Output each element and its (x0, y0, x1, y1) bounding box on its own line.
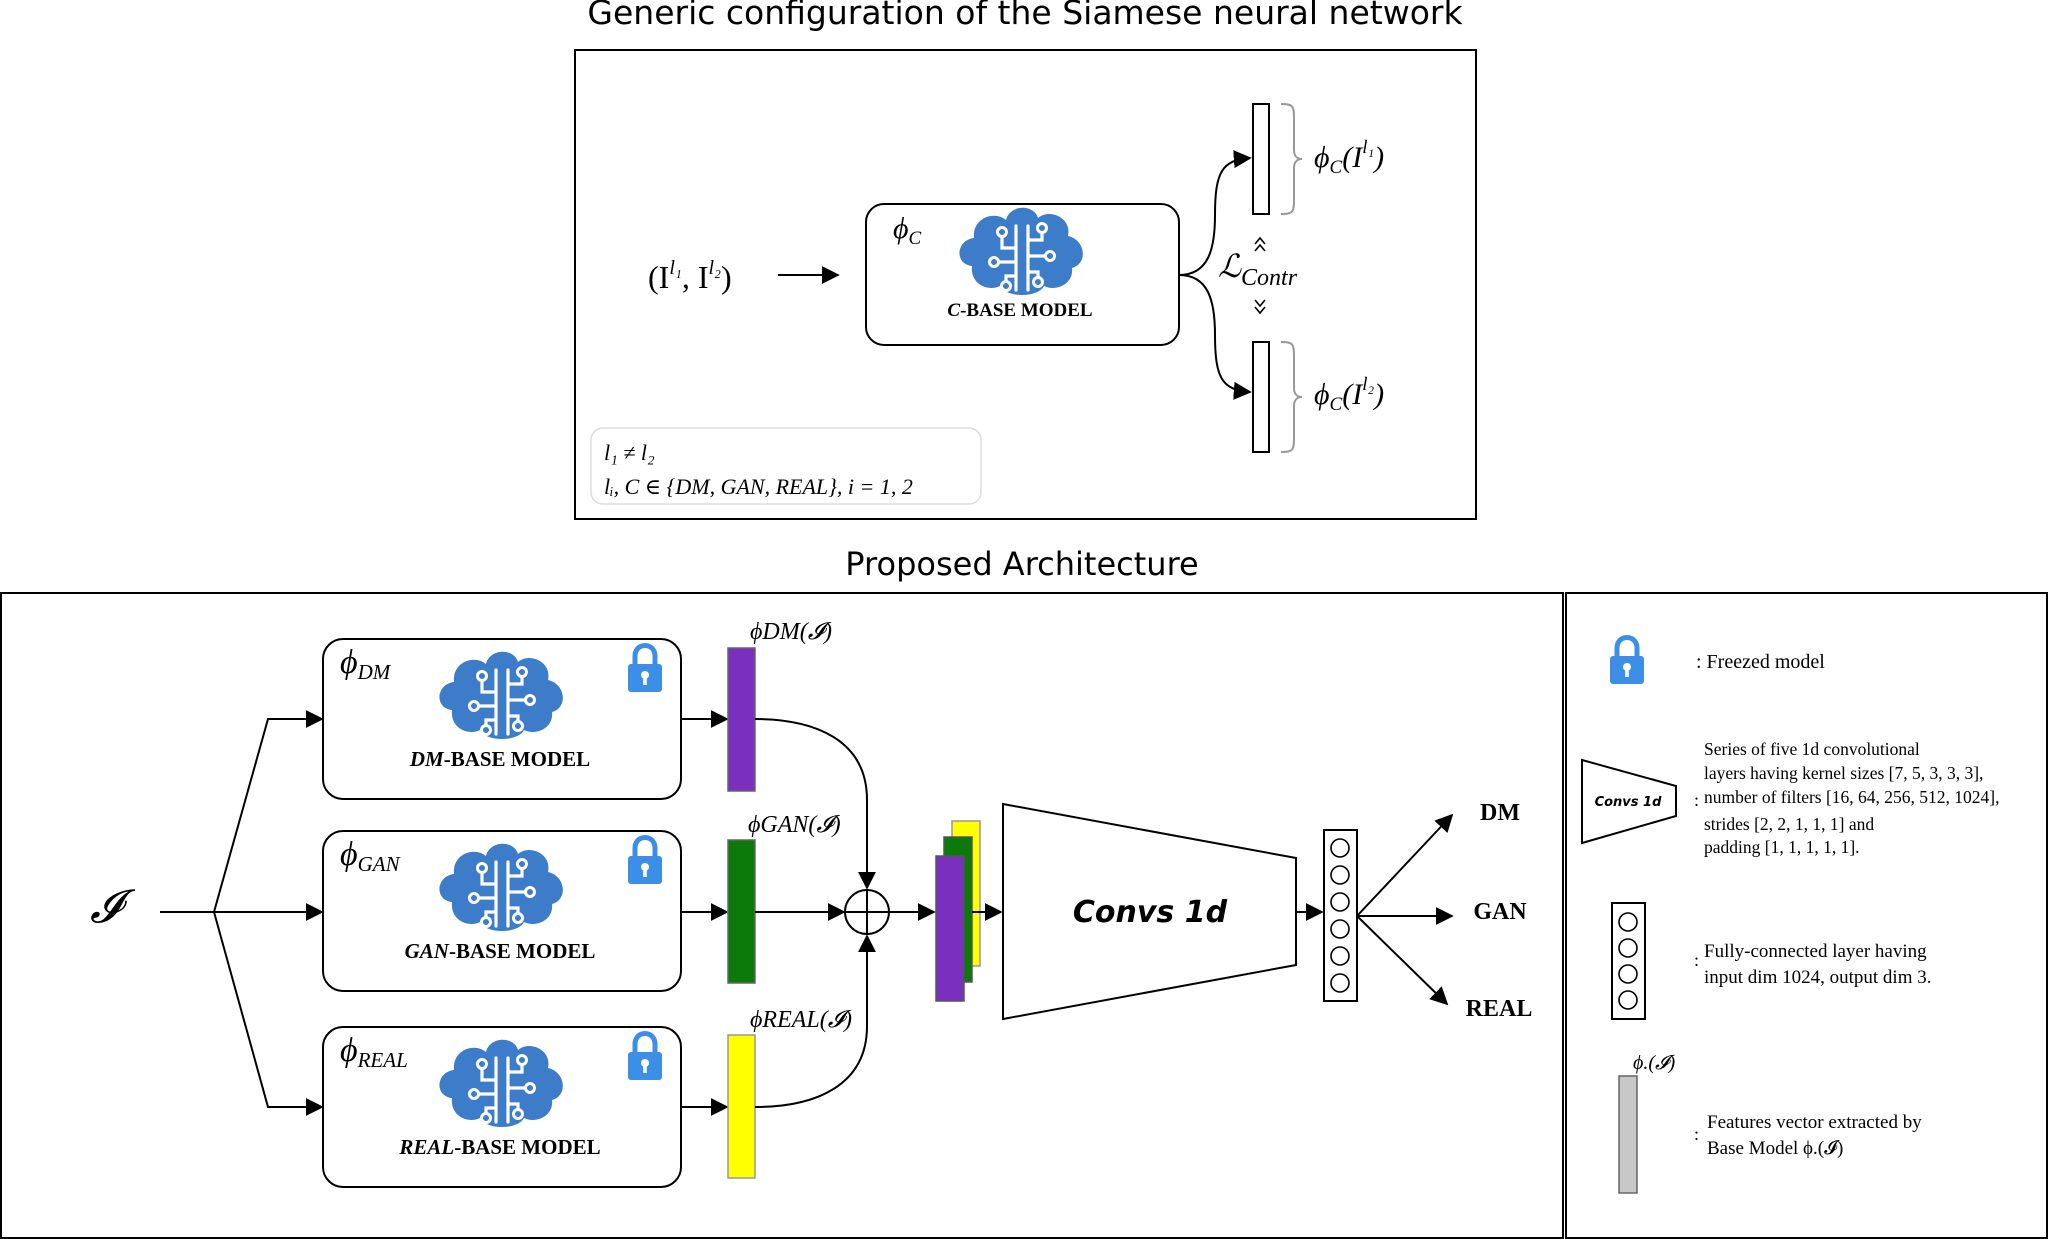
conv1d-block (1002, 802, 1297, 1021)
dm-base-model: ϕDM DM-BASE MODEL (322, 638, 682, 800)
c-base-model-label: C-BASE MODEL (947, 300, 1092, 321)
real-base-model-phi: ϕREAL (340, 1032, 408, 1072)
legend-feature-colon: : (1694, 1124, 1699, 1144)
legend-conv-icon (1581, 758, 1677, 845)
condition-1: l₁ ≠ l₂ (604, 440, 655, 465)
legend-conv-line-4: strides [2, 2, 1, 1, 1] and (1704, 814, 1874, 834)
conditions-box (590, 427, 982, 505)
dm-feature-vector (727, 647, 756, 792)
input-branch-dm (213, 710, 324, 913)
legend-conv-line-3: number of filters [16, 64, 256, 512, 102… (1704, 787, 2000, 807)
condition-2: lᵢ, C ∈ {DM, GAN, REAL}, i = 1, 2 (604, 474, 913, 499)
output-gan: GAN (1473, 899, 1527, 925)
dm-to-sum-arrow (754, 718, 876, 890)
top-output-label-2: ϕC(Il₂) (1314, 374, 1384, 415)
concat-sum-node (844, 889, 890, 935)
conv1d-label: Convs 1d (1073, 895, 1228, 930)
legend-feature-label: ϕ.(𝓘) (1633, 1052, 1676, 1074)
top-branch-down (1178, 274, 1252, 400)
real-base-model: ϕREAL REAL-BASE MODEL (322, 1026, 682, 1188)
legend-fc-colon: : (1694, 950, 1699, 970)
c-base-model-phi: ϕC (893, 212, 922, 249)
gan-feature-label: ϕGAN(𝓘) (748, 812, 841, 838)
legend-fc-icon (1611, 902, 1646, 1020)
dm-base-model-label: DM-BASE MODEL (409, 747, 590, 771)
real-feature-label: ϕREAL(𝓘) (750, 1007, 852, 1033)
real-base-model-label: REAL-BASE MODEL (398, 1135, 600, 1159)
legend-feature-line-2: Base Model ϕ.(𝓘) (1707, 1138, 1843, 1159)
real-feature-vector (727, 1034, 756, 1179)
top-output-vector-1 (1252, 103, 1270, 215)
gan-base-model: ϕGAN GAN-BASE MODEL (322, 830, 682, 992)
fc-to-dm-arrow (1356, 813, 1454, 917)
fully-connected-layer (1323, 829, 1358, 1002)
top-output-label-1: ϕC(Il₁) (1314, 137, 1384, 178)
top-brace-2 (1280, 341, 1303, 453)
gan-feature-vector (727, 839, 756, 984)
loss-push-up-icon (1254, 236, 1266, 252)
legend-freeze-text: : Freezed model (1696, 651, 1825, 673)
legend-conv-line-2: layers having kernel sizes [7, 5, 3, 3, … (1704, 763, 1983, 783)
output-dm: DM (1480, 800, 1520, 826)
legend-conv-line-1: Series of five 1d convolutional (1704, 739, 1920, 759)
legend-conv-line-5: padding [1, 1, 1, 1, 1]. (1704, 837, 1860, 857)
top-brace-1 (1280, 103, 1303, 215)
loss-push-down-icon (1254, 299, 1266, 315)
legend-conv-colon: : (1694, 790, 1699, 810)
legend-lock-icon (1610, 638, 1644, 685)
fc-to-real-arrow (1356, 915, 1449, 1006)
top-frame (574, 49, 1477, 520)
legend-feature-line-1: Features vector extracted by (1707, 1112, 1922, 1133)
legend-conv-icon-label: Convs 1d (1595, 795, 1663, 810)
top-title: Generic configuration of the Siamese neu… (587, 0, 1463, 32)
input-branch-real (213, 911, 324, 1116)
bottom-title: Proposed Architecture (845, 545, 1198, 583)
output-real: REAL (1466, 996, 1533, 1022)
top-branch-up (1178, 150, 1252, 276)
contrastive-loss: ℒContr (1218, 248, 1298, 291)
dm-base-model-phi: ϕDM (340, 644, 392, 684)
legend-fc-line-1: Fully-connected layer having (1704, 941, 1927, 962)
legend-frame (1565, 592, 2048, 1239)
real-to-sum-arrow (754, 934, 876, 1108)
top-output-vector-2 (1252, 341, 1270, 453)
legend-feature-vector (1618, 1075, 1638, 1194)
stacked-feature-purple (935, 855, 965, 1002)
gan-base-model-label: GAN-BASE MODEL (405, 939, 596, 963)
architecture-frame (0, 592, 1564, 1239)
input-image-symbol: 𝓘 (90, 881, 136, 932)
gan-base-model-phi: ϕGAN (340, 836, 401, 876)
legend-fc-line-2: input dim 1024, output dim 3. (1704, 967, 1931, 988)
dm-feature-label: ϕDM(𝓘) (750, 619, 832, 645)
top-input-pair: (Il₁, Il₂) (648, 257, 732, 295)
